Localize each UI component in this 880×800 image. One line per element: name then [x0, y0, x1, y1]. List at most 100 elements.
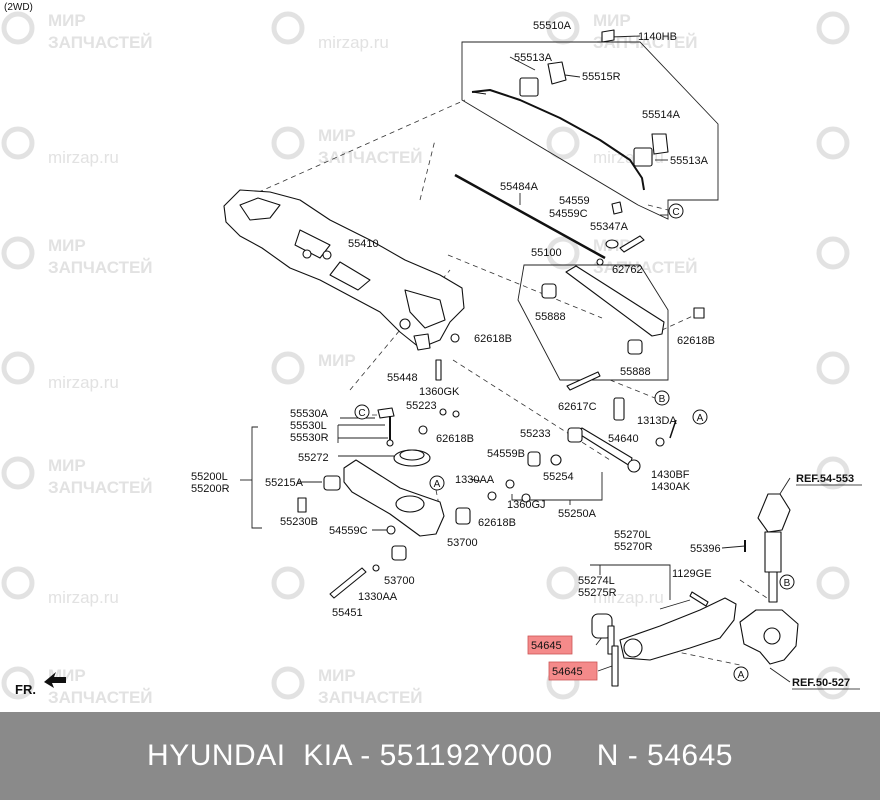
part-label[interactable]: 54559C: [329, 525, 368, 537]
watermark-logo: [816, 236, 850, 270]
part-label[interactable]: 62618B: [478, 517, 516, 529]
part-label[interactable]: 55888: [620, 366, 651, 378]
watermark-logo: mirzap.ru: [1, 351, 119, 392]
shock-mount-drawing: [757, 493, 791, 533]
crossmember-drawing: [223, 189, 465, 351]
watermark-url: mirzap.ru: [318, 33, 389, 52]
part-label[interactable]: 54640: [608, 433, 639, 445]
marker-label: C: [672, 207, 679, 218]
part-label[interactable]: 1360GJ: [507, 499, 546, 511]
part-label[interactable]: 1330AA: [358, 591, 398, 603]
part-label[interactable]: 55484A: [500, 181, 539, 193]
part-label[interactable]: 1430AK: [651, 481, 691, 493]
target-part-label[interactable]: 54645: [552, 666, 583, 678]
part-label[interactable]: 55200R: [191, 483, 230, 495]
bracket-drawing: [651, 133, 669, 155]
part-label[interactable]: 55270L: [614, 529, 651, 541]
dashed-line: [452, 359, 611, 461]
part-label[interactable]: 55250A: [558, 508, 597, 520]
part-label[interactable]: 55510A: [533, 20, 572, 32]
part-label[interactable]: 1129GE: [672, 568, 712, 580]
part-label[interactable]: 55347A: [590, 221, 629, 233]
part-label[interactable]: 62617C: [558, 401, 597, 413]
exploded-parts-diagram: МИР ЗАПЧАСТЕЙ mirzap.ru МИР ЗАПЧАСТЕЙ mi…: [1, 2, 862, 707]
part-label[interactable]: 1313DA: [637, 415, 677, 427]
front-direction-label: FR.: [15, 682, 36, 697]
part-label[interactable]: 55200L: [191, 471, 228, 483]
part-label[interactable]: 55530A: [290, 408, 329, 420]
part-label[interactable]: 55888: [535, 311, 566, 323]
leader-line: [509, 56, 536, 71]
part-label[interactable]: 54559B: [487, 448, 525, 460]
watermark-logo: МИР ЗАПЧАСТЕЙ: [546, 236, 698, 277]
nut-drawing: [521, 493, 531, 503]
watermark-text: МИР: [48, 236, 86, 255]
watermark-text: МИР: [318, 666, 356, 685]
part-label[interactable]: 1140HB: [638, 31, 677, 43]
bushing-drawing: [391, 545, 407, 561]
dashed-line: [435, 489, 441, 511]
part-label[interactable]: 1330AA: [455, 474, 495, 486]
part-label[interactable]: 55272: [298, 452, 329, 464]
watermark-url: mirzap.ru: [593, 588, 664, 607]
part-label[interactable]: 55223: [406, 400, 437, 412]
group-outlines: [240, 35, 791, 683]
bolt-drawing: [435, 359, 442, 381]
knuckle-drawing: [763, 627, 781, 645]
watermark-logo: МИР ЗАПЧАСТЕЙ: [1, 11, 153, 52]
part-label[interactable]: 55410: [348, 238, 379, 250]
ref-label[interactable]: REF.54-553: [796, 473, 854, 485]
bushing-drawing: [519, 77, 539, 97]
lower-arm-bracket: [251, 426, 262, 529]
nut-drawing: [550, 454, 562, 466]
part-label[interactable]: 53700: [384, 575, 415, 587]
part-label[interactable]: 55451: [332, 607, 363, 619]
part-label[interactable]: 55233: [520, 428, 551, 440]
lateral-arm-group-box: [517, 264, 669, 381]
part-label[interactable]: 62618B: [474, 333, 512, 345]
bolt-drawing: [329, 567, 367, 599]
marker-a: [733, 666, 749, 682]
part-label[interactable]: 62618B: [436, 433, 474, 445]
part-label[interactable]: 55230B: [280, 516, 318, 528]
part-label[interactable]: 55513A: [670, 155, 709, 167]
stabilizer-group-box: [461, 41, 719, 220]
ref-label[interactable]: REF.50-527: [792, 677, 850, 689]
dashed-line: [419, 139, 436, 201]
watermark-logo: МИР ЗАПЧАСТЕЙ: [1, 456, 153, 497]
watermark-logo: [816, 11, 850, 45]
part-label[interactable]: 62618B: [677, 335, 715, 347]
washer-drawing: [605, 239, 619, 249]
part-label[interactable]: 55254: [543, 471, 574, 483]
part-label[interactable]: 55100: [531, 247, 562, 259]
part-label[interactable]: 55270R: [614, 541, 653, 553]
bolt-drawing: [611, 645, 619, 687]
part-label[interactable]: 55513A: [514, 52, 553, 64]
watermark-logo: МИР: [271, 351, 356, 385]
bushing-drawing: [541, 283, 557, 299]
part-label[interactable]: 54559C: [549, 208, 588, 220]
shock-absorber-drawing: [764, 531, 782, 573]
bushing-drawing: [323, 475, 341, 491]
part-label[interactable]: 55514A: [642, 109, 681, 121]
marker-label: A: [434, 479, 441, 490]
part-label[interactable]: 55448: [387, 372, 418, 384]
watermark-text: ЗАПЧАСТЕЙ: [318, 148, 423, 167]
part-label[interactable]: 62762: [612, 264, 643, 276]
bolt-drawing: [689, 591, 709, 607]
part-label[interactable]: 55530L: [290, 420, 327, 432]
watermark-text: МИР: [318, 126, 356, 145]
part-label[interactable]: 55274L: [578, 575, 615, 587]
nut-drawing: [372, 564, 380, 572]
part-label[interactable]: 55515R: [582, 71, 621, 83]
target-part-label[interactable]: 54645: [531, 640, 562, 652]
part-label[interactable]: 55530R: [290, 432, 329, 444]
part-label[interactable]: 55396: [690, 543, 721, 555]
part-label[interactable]: 1430BF: [651, 469, 690, 481]
part-label[interactable]: 55275R: [578, 587, 617, 599]
part-label[interactable]: 55215A: [265, 477, 304, 489]
part-label[interactable]: 54559: [559, 195, 590, 207]
part-label[interactable]: 1360GK: [419, 386, 460, 398]
part-label[interactable]: 53700: [447, 537, 478, 549]
highlight-box: [527, 635, 573, 655]
